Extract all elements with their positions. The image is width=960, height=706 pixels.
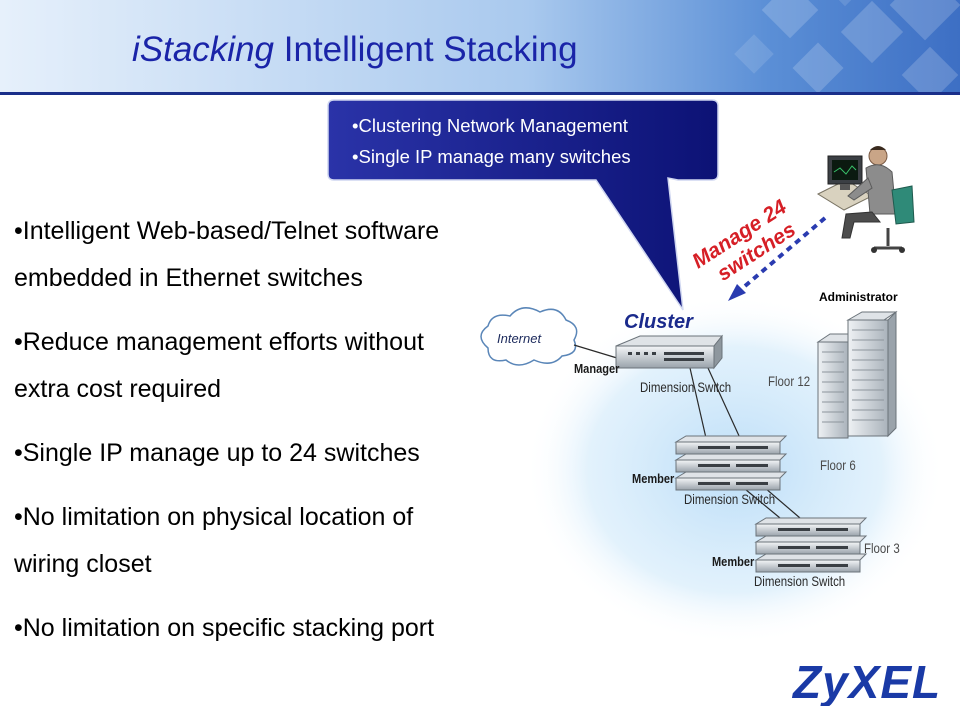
manage-switches-label: Manage 24 switches xyxy=(688,195,800,285)
bullet-4-line-2: wiring closet xyxy=(14,550,152,578)
bullet-4-line-1: •No limitation on physical location of xyxy=(14,503,414,531)
administrator-figure: Administrator xyxy=(816,146,915,304)
decorative-cubes xyxy=(734,0,960,92)
page-title: iStacking Intelligent Stacking xyxy=(132,30,578,70)
member-label-floor-3: Member xyxy=(712,554,755,569)
member-label-floor-6: Member xyxy=(632,471,675,486)
floor-6-label: Floor 6 xyxy=(820,457,856,473)
manager-label: Manager xyxy=(574,361,620,376)
member-switch-stack-floor-3 xyxy=(754,517,868,573)
member-switch-label-floor-3: Dimension Switch xyxy=(754,573,845,589)
floor-3-label: Floor 3 xyxy=(864,540,900,556)
callout-line-2: •Single IP manage many switches xyxy=(352,146,631,167)
title-divider xyxy=(0,92,960,95)
bullet-2-line-1: •Reduce management efforts without xyxy=(14,328,424,356)
zyxel-logo: ZyXEL xyxy=(791,656,941,706)
internet-cloud: Internet xyxy=(480,307,578,366)
title-italic: iStacking xyxy=(132,30,275,69)
administrator-label: Administrator xyxy=(819,290,898,304)
buildings xyxy=(816,310,898,439)
member-switch-stack-floor-6 xyxy=(674,435,788,491)
cluster-label: Cluster xyxy=(624,311,694,333)
member-switch-label-floor-6: Dimension Switch xyxy=(684,491,775,507)
bullet-5-line-1: •No limitation on specific stacking port xyxy=(14,614,435,642)
bullet-1-line-1: •Intelligent Web-based/Telnet software xyxy=(14,217,440,245)
callout-bubble xyxy=(327,99,719,311)
manager-switch-label: Dimension Switch xyxy=(640,379,731,395)
bullet-3-line-1: •Single IP manage up to 24 switches xyxy=(14,439,420,467)
bullet-2-line-2: extra cost required xyxy=(14,375,222,403)
callout-line-1: •Clustering Network Management xyxy=(352,115,628,136)
title-rest: Intelligent Stacking xyxy=(274,30,578,69)
internet-label: Internet xyxy=(497,331,542,346)
manager-switch xyxy=(615,334,724,370)
title-bar: iStacking Intelligent Stacking xyxy=(0,0,960,92)
management-arrow xyxy=(728,216,827,301)
floor-12-label: Floor 12 xyxy=(768,373,810,389)
bullet-1-line-2: embedded in Ethernet switches xyxy=(14,264,363,292)
